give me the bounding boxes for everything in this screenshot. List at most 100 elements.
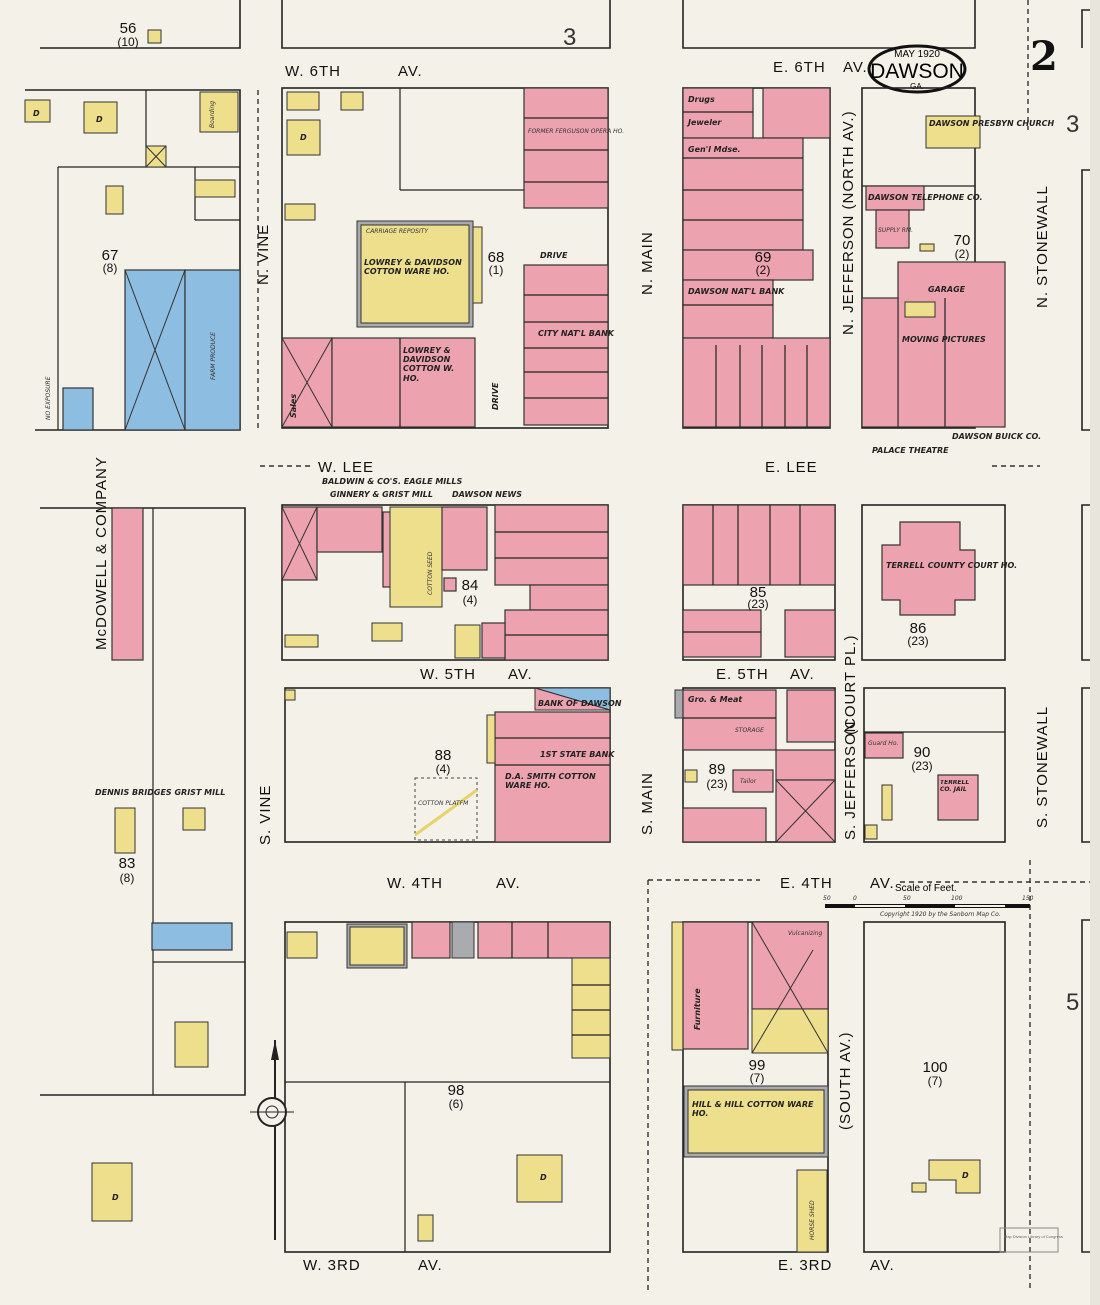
tailor-shop[interactable]	[732, 769, 774, 793]
dwelling[interactable]	[516, 1154, 563, 1203]
grocery-meat-building[interactable]	[682, 689, 777, 751]
ir-clad-structure[interactable]	[904, 301, 936, 318]
shed[interactable]	[371, 622, 403, 642]
guard-house[interactable]	[864, 732, 904, 759]
hill-label-box: HILL & HILL COTTON WARE HO.	[692, 1100, 813, 1118]
boarding-house[interactable]	[199, 91, 239, 133]
dwelling[interactable]	[83, 101, 118, 134]
dawson-news-label: DAWSON NEWS	[452, 490, 522, 499]
building[interactable]	[340, 91, 364, 111]
blacksmith-building[interactable]	[151, 922, 233, 951]
store-building[interactable]	[784, 609, 836, 658]
storage-shed[interactable]	[284, 634, 319, 648]
dwelling[interactable]	[174, 1021, 209, 1068]
drugs-jeweler-building[interactable]	[682, 87, 754, 139]
furniture-store[interactable]	[682, 921, 749, 1050]
shed[interactable]	[751, 1008, 829, 1054]
crib[interactable]	[105, 185, 124, 215]
shed[interactable]	[919, 243, 935, 252]
shed[interactable]	[472, 226, 483, 304]
block-edge	[1081, 919, 1090, 1253]
lowrey-davidson-cotton-warehouse[interactable]	[360, 224, 470, 324]
dwelling[interactable]	[147, 29, 162, 44]
block-sub-99: (7)	[750, 1071, 765, 1085]
crib[interactable]	[881, 784, 893, 821]
auto-building[interactable]	[62, 387, 94, 431]
block-number-88: 88	[435, 747, 452, 764]
dawson-news-building[interactable]	[441, 506, 488, 571]
auto-shed[interactable]	[417, 1214, 434, 1242]
cement-floor-building[interactable]	[111, 507, 144, 661]
dwelling[interactable]	[928, 1159, 981, 1194]
shops-row[interactable]	[571, 957, 611, 1059]
blacksmith-repair-shop[interactable]	[775, 749, 836, 781]
shed[interactable]	[284, 689, 296, 701]
drive-label: DRIVE	[491, 382, 500, 410]
store-row[interactable]	[682, 137, 804, 251]
storage-label: STORAGE	[735, 727, 764, 734]
shed[interactable]	[684, 769, 698, 783]
gents-building[interactable]	[494, 504, 609, 586]
shed[interactable]	[486, 714, 496, 764]
drugs-office-building[interactable]	[529, 584, 609, 611]
vulcanizing-building[interactable]	[751, 921, 829, 1010]
auto-shed[interactable]	[864, 824, 878, 840]
scale-tick: 0	[853, 895, 857, 902]
buick-label: DAWSON BUICK CO.	[952, 432, 1041, 441]
grist-mill[interactable]	[114, 807, 136, 854]
barber-shed[interactable]	[454, 624, 481, 659]
barber-building[interactable]	[861, 297, 899, 428]
offices-row[interactable]	[682, 337, 831, 428]
supply-room[interactable]	[875, 209, 910, 249]
horse-shed[interactable]	[796, 1169, 828, 1253]
street-s-stonewall: S. STONEWALL	[1034, 706, 1051, 828]
dawson-natl-bank[interactable]	[682, 279, 774, 339]
horse-shed[interactable]	[284, 203, 316, 221]
shed[interactable]	[911, 1182, 927, 1193]
building	[451, 921, 475, 959]
shed[interactable]	[194, 179, 236, 198]
cotton-seed-house[interactable]	[389, 506, 443, 608]
store-building[interactable]	[762, 87, 831, 139]
street-e-lee: E. LEE	[765, 459, 818, 476]
farm-produce-building[interactable]	[184, 269, 241, 431]
building[interactable]	[481, 622, 506, 659]
dwelling[interactable]	[91, 1162, 133, 1222]
block-top-middle	[281, 0, 611, 49]
building[interactable]	[349, 926, 405, 966]
block-sub-70: (2)	[955, 247, 970, 261]
smith-cotton-warehouse[interactable]	[494, 711, 611, 843]
street-s-vine: S. VINE	[257, 785, 274, 845]
block-sub-84: (4)	[463, 593, 478, 607]
street-mcdowell-company: McDOWELL & COMPANY	[93, 456, 110, 650]
dawson-presbyn-church[interactable]	[925, 115, 981, 149]
street-av: AV.	[870, 875, 895, 892]
store-row[interactable]	[682, 504, 836, 586]
dwelling[interactable]	[286, 119, 321, 156]
bank-of-dawson[interactable]	[534, 687, 611, 711]
store-row[interactable]	[477, 921, 611, 959]
hill-hill-cotton-warehouse[interactable]	[687, 1089, 825, 1154]
blacksmith-wood-shop[interactable]	[411, 921, 451, 959]
store-building[interactable]	[682, 249, 814, 281]
city-natl-bank-building[interactable]	[523, 264, 609, 426]
lowrey-davidson-cotton-w-ho[interactable]	[331, 337, 476, 428]
terrell-county-court-house[interactable]	[881, 521, 976, 616]
engine-house[interactable]	[182, 807, 206, 831]
grist-mill[interactable]	[316, 506, 383, 553]
grocery[interactable]	[682, 807, 767, 843]
tin-shop[interactable]	[786, 689, 836, 743]
opera-house-building[interactable]	[523, 87, 609, 209]
building[interactable]	[286, 91, 320, 111]
small-building[interactable]	[443, 577, 457, 592]
garage-moving-pictures[interactable]	[897, 261, 1006, 428]
dwelling[interactable]	[24, 99, 51, 123]
shed[interactable]	[671, 921, 684, 1051]
cotton-platform[interactable]	[414, 777, 478, 841]
street-south-av: (SOUTH AV.)	[837, 1031, 854, 1130]
dwelling-label: D	[112, 1193, 119, 1202]
store-building[interactable]	[682, 609, 762, 658]
building[interactable]	[286, 931, 318, 959]
terrell-county-jail[interactable]	[937, 774, 979, 821]
